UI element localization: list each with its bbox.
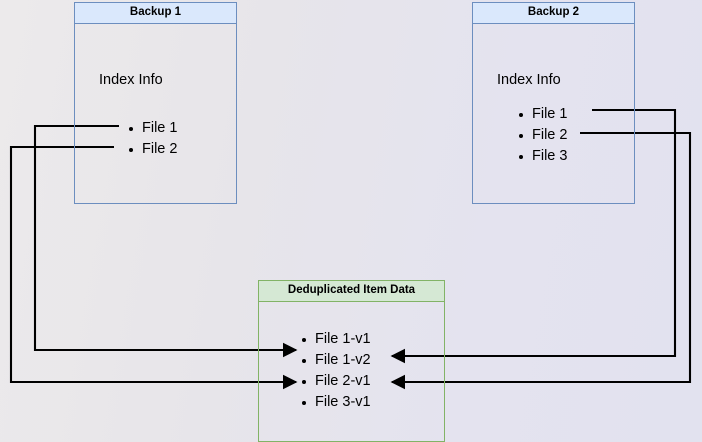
backup1-title: Backup 1 xyxy=(75,3,236,24)
dedup-list-item[interactable]: File 1-v1 xyxy=(301,329,371,350)
backup2-file-item[interactable]: File 3 xyxy=(518,146,567,167)
backup2-body: Index Info File 1 File 2 File 3 xyxy=(473,24,634,203)
dedup-box[interactable]: Deduplicated Item Data File 1-v1 File 1-… xyxy=(258,280,445,442)
backup1-file-item[interactable]: File 2 xyxy=(128,139,177,160)
backup2-file-item[interactable]: File 2 xyxy=(518,125,567,146)
backup1-file-list: File 1 File 2 xyxy=(128,118,177,160)
dedup-list-item[interactable]: File 2-v1 xyxy=(301,371,371,392)
backup1-body: Index Info File 1 File 2 xyxy=(75,24,236,203)
backup2-file-list: File 1 File 2 File 3 xyxy=(518,104,567,167)
backup2-file-item[interactable]: File 1 xyxy=(518,104,567,125)
dedup-body: File 1-v1 File 1-v2 File 2-v1 File 3-v1 xyxy=(259,302,444,441)
dedup-title: Deduplicated Item Data xyxy=(259,281,444,302)
dedup-list-item[interactable]: File 3-v1 xyxy=(301,392,371,413)
backup2-box[interactable]: Backup 2 Index Info File 1 File 2 File 3 xyxy=(472,2,635,204)
backup1-box[interactable]: Backup 1 Index Info File 1 File 2 xyxy=(74,2,237,204)
backup1-file-item[interactable]: File 1 xyxy=(128,118,177,139)
dedup-list-item[interactable]: File 1-v2 xyxy=(301,350,371,371)
backup2-index-label: Index Info xyxy=(497,72,561,88)
backup1-index-label: Index Info xyxy=(99,72,163,88)
dedup-item-list: File 1-v1 File 1-v2 File 2-v1 File 3-v1 xyxy=(301,329,371,413)
backup2-title: Backup 2 xyxy=(473,3,634,24)
